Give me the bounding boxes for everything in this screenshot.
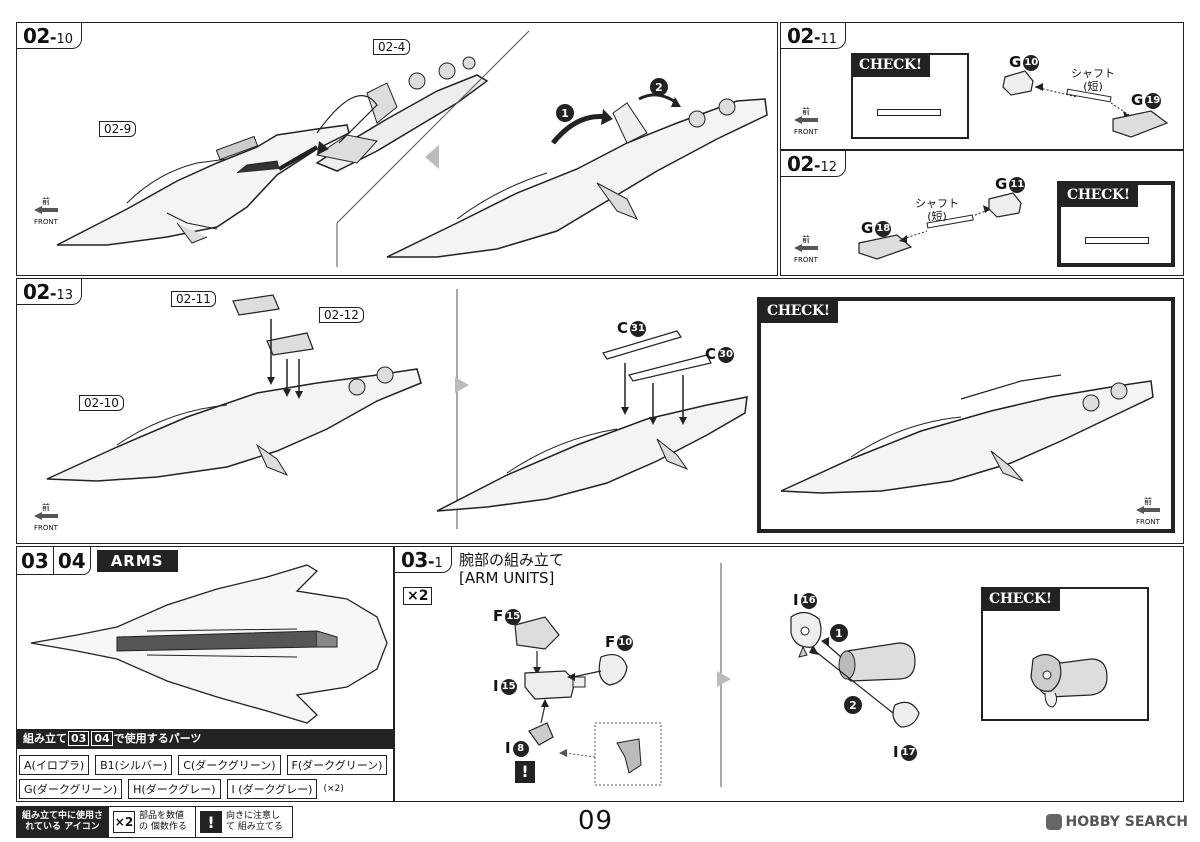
check-label: CHECK! [981, 587, 1060, 611]
multiply-x2-icon: ×2 [403, 587, 433, 605]
arrow-number-1: 1 [835, 627, 843, 640]
legend-orientation: ! 向きに注意して 組み立てる [196, 807, 292, 837]
panel-step-02-10: 02-10 1 2 02-4 [16, 22, 778, 276]
step-title: 腕部の組み立て[ARM UNITS] [459, 551, 565, 587]
orientation-warning-icon: ! [515, 761, 535, 783]
front-badge: 前 FRONT [34, 197, 58, 226]
part-runner-chip: I (ダークグレー) [226, 779, 318, 799]
front-badge: 前 FRONT [794, 107, 818, 136]
front-arrow-icon [794, 116, 818, 124]
step-badge: 02-13 [17, 279, 83, 305]
section-title: ARMS [96, 550, 178, 572]
step-badge: 02-10 [17, 23, 83, 49]
part-runner-chip: H(ダークグレー) [128, 779, 221, 799]
front-arrow-icon [34, 206, 58, 214]
check-label: CHECK! [1059, 183, 1138, 207]
section-tabs: 03 04 ARMS [17, 547, 178, 575]
watermark: HOBBY SEARCH [1045, 814, 1188, 830]
assembly-illustration-02-12 [858, 192, 1022, 260]
step-badge: 02-12 [781, 151, 847, 177]
legend-multiply: ×2 部品を数値の 個数作る [109, 807, 196, 837]
section-number-04: 04 [53, 547, 91, 575]
front-arrow-icon [34, 512, 58, 520]
check-bar [1085, 237, 1149, 244]
part-quantity: (×2) [323, 784, 344, 794]
front-badge: 前 FRONT [1136, 497, 1160, 526]
parts-row-2: G(ダークグリーン)H(ダークグレー)I (ダークグレー) (×2) [19, 779, 344, 799]
assembly-illustration-02-13 [46, 289, 748, 529]
check-box: CHECK! [851, 53, 969, 139]
check-label: CHECK! [759, 299, 838, 323]
shaft-label: シャフト(短) [915, 197, 959, 223]
part-runner-chip: B1(シルバー) [95, 755, 173, 775]
check-box: CHECK! [1057, 181, 1175, 267]
step-badge: 02-11 [781, 23, 847, 49]
panel-step-03-1: 03-1 腕部の組み立て[ARM UNITS] ×2 [394, 546, 1184, 802]
front-badge: 前 FRONT [794, 235, 818, 264]
assembly-illustration-03-1: 1 2 [514, 563, 920, 787]
section-number-03: 03 [17, 547, 54, 575]
check-bar [877, 109, 941, 116]
arrow-number-2: 2 [655, 81, 663, 94]
front-badge: 前 FRONT [34, 503, 58, 532]
assembly-illustration-02-11 [1002, 70, 1169, 138]
part-runner-chip: G(ダークグリーン) [19, 779, 123, 799]
assembly-illustration-02-10: 1 2 [56, 30, 768, 267]
front-arrow-icon [1136, 506, 1160, 514]
ref-step-02-9: 02-9 [99, 121, 137, 137]
ref-step-02-12: 02-12 [319, 307, 364, 323]
part-runner-chip: F(ダークグリーン) [286, 755, 388, 775]
shaft-label: シャフト(短) [1071, 67, 1115, 93]
arrow-number-1: 1 [561, 107, 569, 120]
step-badge: 03-1 [395, 547, 452, 573]
arms-overview-illustration [30, 564, 388, 724]
check-illustration [1030, 653, 1108, 708]
parts-row-1: A(イロプラ)B1(シルバー)C(ダークグリーン)F(ダークグリーン)(×2) [19, 755, 393, 775]
check-illustration [780, 374, 1154, 494]
arrow-number-2: 2 [849, 699, 857, 712]
front-arrow-icon [794, 244, 818, 252]
check-box: CHECK! 前 FRONT [757, 297, 1175, 533]
check-box: CHECK! [981, 587, 1149, 721]
check-label: CHECK! [851, 53, 930, 77]
ref-step-02-10: 02-10 [79, 395, 124, 411]
multiply-x2-icon: ×2 [113, 811, 135, 833]
watermark-logo-icon [1045, 814, 1062, 830]
icon-legend: 組み立て中に使用されている アイコン ×2 部品を数値の 個数作る ! 向きに注… [16, 806, 293, 838]
page-number: 09 [578, 806, 614, 836]
part-runner-chip: C(ダークグリーン) [178, 755, 281, 775]
ref-step-02-11: 02-11 [171, 291, 216, 307]
legend-title: 組み立て中に使用されている アイコン [17, 807, 109, 837]
part-runner-chip: A(イロプラ) [19, 755, 90, 775]
ref-step-02-4: 02-4 [373, 39, 411, 55]
orientation-warning-icon: ! [200, 811, 222, 833]
